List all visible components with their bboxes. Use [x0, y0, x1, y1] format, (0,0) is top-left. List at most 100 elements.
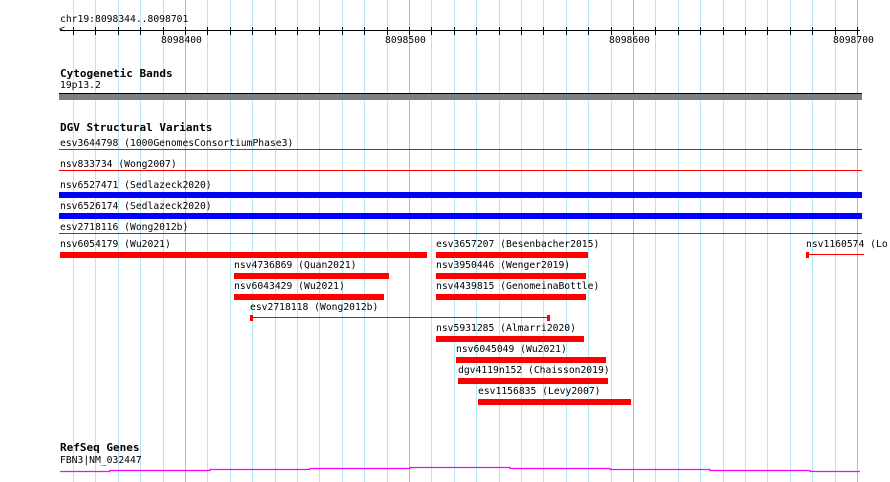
major-grid-line [185, 0, 186, 482]
grid-line [140, 0, 141, 482]
grid-line [275, 0, 276, 482]
variant-bar[interactable] [60, 252, 427, 258]
variant-label: dgv4119n152 (Chaisson2019) [458, 365, 610, 376]
grid-line [700, 0, 701, 482]
grid-line [678, 0, 679, 482]
variant-bar[interactable] [59, 213, 862, 219]
ruler-tick [566, 27, 567, 35]
ruler-tick [723, 27, 724, 35]
variant-label: esv3657207 (Besenbacher2015) [436, 239, 600, 250]
ruler-tick [745, 27, 746, 35]
variant-line[interactable] [59, 149, 862, 150]
ruler-tick [252, 27, 253, 35]
grid-line [745, 0, 746, 482]
ruler-tick [499, 27, 500, 35]
ruler-tick [588, 27, 589, 35]
ruler-tick [476, 27, 477, 35]
grid-line [319, 0, 320, 482]
grid-line [163, 0, 164, 482]
variant-bar[interactable] [436, 273, 586, 279]
ruler-tick [700, 27, 701, 35]
variant-label: nsv6043429 (Wu2021) [234, 281, 345, 292]
ruler-tick [790, 27, 791, 35]
ruler-label: 8098400 [161, 35, 202, 46]
ruler-tick [812, 27, 813, 35]
variant-bar[interactable] [234, 294, 384, 300]
variant-bar[interactable] [458, 378, 608, 384]
grid-line [566, 0, 567, 482]
ruler-tick [431, 27, 432, 35]
variant-label: esv3644798 (1000GenomesConsortiumPhase3) [60, 138, 294, 149]
variant-bar[interactable] [59, 192, 862, 198]
grid-line [655, 0, 656, 482]
variant-bar[interactable] [456, 357, 606, 363]
grid-line [521, 0, 522, 482]
ruler-tick [275, 27, 276, 35]
ruler-tick [207, 27, 208, 35]
ruler-axis [60, 30, 860, 31]
variant-bar[interactable] [234, 273, 389, 279]
grid-line [790, 0, 791, 482]
major-grid-line [857, 0, 858, 482]
ruler-label: 8098500 [385, 35, 426, 46]
refseq-track-title: RefSeq Genes [60, 441, 140, 454]
grid-line [73, 0, 74, 482]
grid-line [812, 0, 813, 482]
variant-line[interactable] [59, 233, 862, 234]
ruler-label: 8098600 [609, 35, 650, 46]
left-arrow-icon[interactable]: < [59, 24, 66, 35]
ruler-tick [767, 27, 768, 35]
variant-label: nsv1160574 (Lo [806, 239, 888, 250]
gene-label: FBN3|NM_032447 [60, 455, 142, 466]
variant-label: nsv4736869 (Quan2021) [234, 260, 357, 271]
grid-line [364, 0, 365, 482]
variant-label: nsv5931285 (Almarri2020) [436, 323, 576, 334]
variant-line[interactable] [250, 317, 550, 318]
variant-bar[interactable] [436, 294, 586, 300]
cytoband-bar[interactable] [59, 93, 862, 100]
grid-line [835, 0, 836, 482]
variant-bar[interactable] [436, 252, 588, 258]
ruler-tick [543, 27, 544, 35]
major-grid-line [409, 0, 410, 482]
ruler-tick [454, 27, 455, 35]
variant-bar[interactable] [478, 399, 631, 405]
ruler-label: 8098700 [833, 35, 874, 46]
ruler-tick [409, 27, 410, 35]
variant-label: nsv6054179 (Wu2021) [60, 239, 171, 250]
variant-start-cap [806, 252, 809, 258]
grid-line [611, 0, 612, 482]
grid-line [543, 0, 544, 482]
ruler-tick [655, 27, 656, 35]
ruler-tick [140, 27, 141, 35]
ruler-tick [230, 27, 231, 35]
ruler-tick [95, 27, 96, 35]
grid-line [342, 0, 343, 482]
grid-line [252, 0, 253, 482]
variant-label: nsv4439815 (GenomeinaBottle) [436, 281, 600, 292]
location-label: chr19:8098344..8098701 [60, 14, 189, 25]
variant-label: nsv3950446 (Wenger2019) [436, 260, 571, 271]
ruler-tick [319, 27, 320, 35]
grid-line [95, 0, 96, 482]
variant-label: nsv6045049 (Wu2021) [456, 344, 567, 355]
grid-line [431, 0, 432, 482]
grid-line [723, 0, 724, 482]
grid-line [207, 0, 208, 482]
variant-start-cap [250, 315, 253, 321]
ruler-tick [73, 27, 74, 35]
variant-line[interactable] [806, 254, 864, 255]
cytoband-track-title: Cytogenetic Bands [60, 67, 173, 80]
variant-end-cap [547, 315, 550, 321]
ruler-tick [297, 27, 298, 35]
ruler-tick [521, 27, 522, 35]
variant-line[interactable] [59, 170, 862, 171]
ruler-tick [857, 27, 858, 35]
ruler-tick [678, 27, 679, 35]
grid-line [297, 0, 298, 482]
grid-line [118, 0, 119, 482]
variant-bar[interactable] [436, 336, 584, 342]
variant-label: esv1156835 (Levy2007) [478, 386, 601, 397]
